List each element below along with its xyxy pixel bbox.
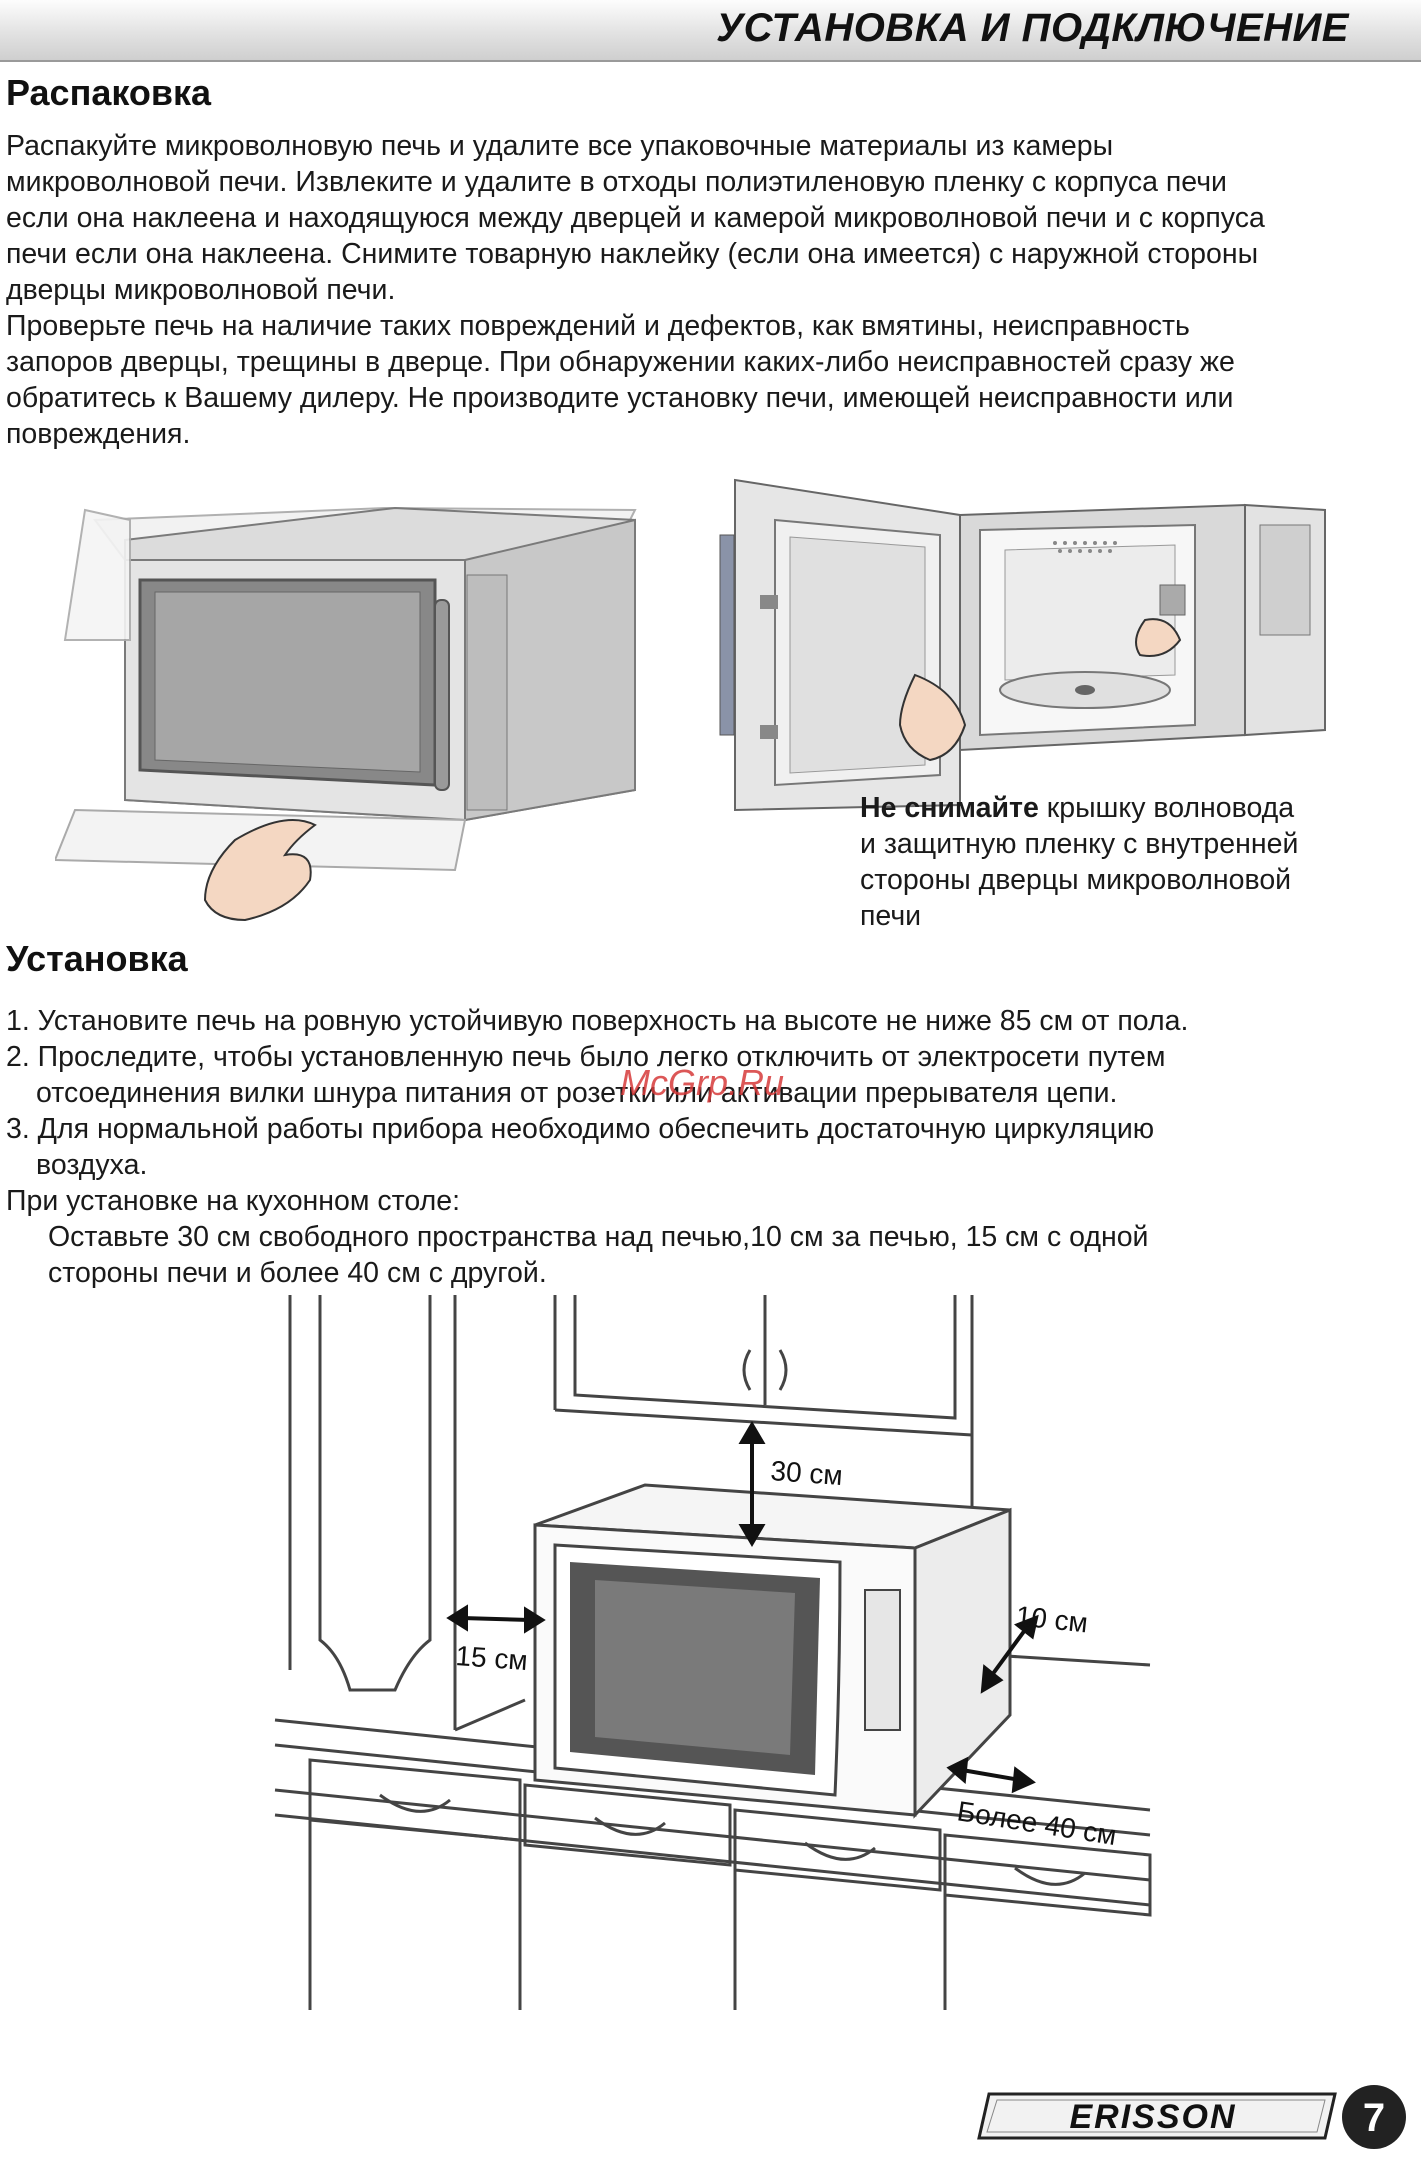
unpacking-paragraph-1: Распакуйте микроволновую печь и удалите … xyxy=(6,128,1416,452)
text-line: стороны печи и более 40 см с другой. xyxy=(48,1257,547,1289)
label-left-clearance: 15 см xyxy=(455,1640,529,1676)
watermark: McGrp.Ru xyxy=(620,1062,785,1103)
text-line: Проверьте печь на наличие таких поврежде… xyxy=(6,310,1190,342)
text-line: повреждения. xyxy=(6,418,191,450)
section-heading-unpacking: Распаковка xyxy=(6,72,212,113)
text-line: крышку волновода xyxy=(1038,792,1295,824)
text-line: печи xyxy=(860,900,922,932)
page-title: УСТАНОВКА И ПОДКЛЮЧЕНИЕ xyxy=(716,6,1349,50)
text-line: если она наклеена и находящуюся между дв… xyxy=(6,202,1265,234)
text-line: и защитную пленку с внутренней xyxy=(860,828,1299,860)
header-bar: УСТАНОВКА И ПОДКЛЮЧЕНИЕ xyxy=(0,0,1421,62)
brand-logo: ERISSON xyxy=(977,2092,1337,2140)
caption-waveguide-warning: Не снимайте крышку волновода и защитную … xyxy=(860,790,1400,934)
text-line: обратитесь к Вашему дилеру. Не производи… xyxy=(6,382,1234,414)
text-line: микроволновой печи. Извлеките и удалите … xyxy=(6,166,1227,198)
page-number: 7 xyxy=(1363,2096,1385,2140)
page-number-badge: 7 xyxy=(1342,2085,1406,2149)
text-line: печи если она наклеена. Снимите товарную… xyxy=(6,238,1259,270)
text-line: стороны дверцы микроволновой xyxy=(860,864,1292,896)
text-line: дверцы микроволновой печи. xyxy=(6,274,396,306)
list-item-continuation: отсоединения вилки шнура питания от розе… xyxy=(36,1077,1118,1109)
illustration-unpacking-microwave xyxy=(55,506,637,922)
list-item: 1. Установите печь на ровную устойчивую … xyxy=(6,1005,1189,1037)
label-top-clearance: 30 см xyxy=(770,1455,844,1491)
text-line: Распакуйте микроволновую печь и удалите … xyxy=(6,130,1114,162)
text-line: запоров дверцы, трещины в дверце. При об… xyxy=(6,346,1235,378)
illustration-clearance-diagram: 30 см 15 см 10 см Более 40 см xyxy=(274,1295,1152,2010)
text-line: При установке на кухонном столе: xyxy=(6,1185,460,1217)
list-item: 2. Проследите, чтобы установленную печь … xyxy=(6,1041,1166,1073)
text-line: Оставьте 30 см свободного пространства н… xyxy=(48,1221,1149,1253)
illustration-open-microwave xyxy=(719,478,1326,812)
list-item: 3. Для нормальной работы прибора необход… xyxy=(6,1113,1155,1145)
section-heading-installation: Установка xyxy=(6,938,188,979)
caption-bold: Не снимайте xyxy=(860,792,1039,824)
label-back-clearance: 10 см xyxy=(1014,1600,1089,1638)
brand-name: ERISSON xyxy=(1069,2098,1236,2136)
list-item-continuation: воздуха. xyxy=(36,1149,148,1181)
